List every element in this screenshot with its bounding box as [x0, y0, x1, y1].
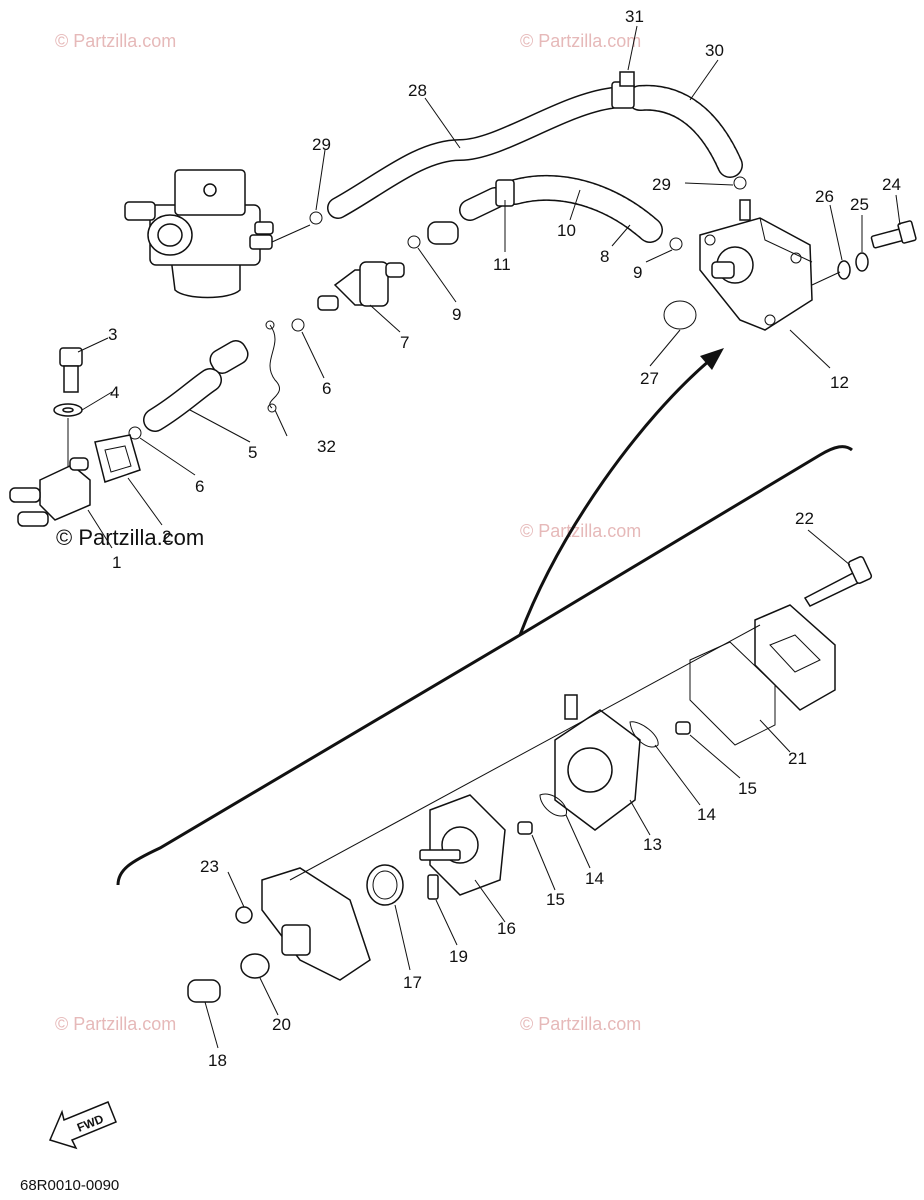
callout-leaders — [77, 25, 901, 1049]
watermark-top-left: © Partzilla.com — [55, 31, 176, 51]
watermarks: © Partzilla.com © Partzilla.com © Partzi… — [55, 31, 641, 1034]
callout-29-left: 29 — [312, 135, 331, 154]
watermark-bottom-left: © Partzilla.com — [55, 1014, 176, 1034]
callout-9-left: 9 — [452, 305, 461, 324]
callout-10: 10 — [557, 221, 576, 240]
callout-11: 11 — [493, 255, 511, 274]
callout-17: 17 — [403, 973, 422, 992]
callout-19: 19 — [449, 947, 468, 966]
callout-32: 32 — [317, 437, 336, 456]
callout-4: 4 — [110, 383, 119, 402]
callout-29-right: 29 — [652, 175, 671, 194]
divider-and-arrow — [116, 348, 853, 886]
callout-31: 31 — [625, 7, 644, 26]
callout-9-right: 9 — [633, 263, 642, 282]
callout-8: 8 — [600, 247, 609, 266]
watermark-top-right: © Partzilla.com — [520, 31, 641, 51]
joint-assembly — [9, 347, 141, 527]
callout-1: 1 — [112, 553, 121, 572]
small-hose-pieces — [143, 221, 459, 432]
callout-30: 30 — [705, 41, 724, 60]
callout-25: 25 — [850, 195, 869, 214]
callout-13: 13 — [643, 835, 662, 854]
callout-27: 27 — [640, 369, 659, 388]
callout-28: 28 — [408, 81, 427, 100]
callout-22: 22 — [795, 509, 814, 528]
callout-23: 23 — [200, 857, 219, 876]
callout-6-upper: 6 — [322, 379, 331, 398]
callout-14-right: 14 — [697, 805, 716, 824]
callout-20: 20 — [272, 1015, 291, 1034]
callout-7: 7 — [400, 333, 409, 352]
fuel-hose-28 — [327, 87, 623, 219]
clips — [128, 176, 747, 440]
callout-16: 16 — [497, 919, 516, 938]
carburetor — [124, 169, 311, 299]
callout-15-left: 15 — [546, 890, 565, 909]
corrugated-hose-10 — [459, 174, 663, 243]
callout-labels: 3 4 1 2 5 6 6 7 9 32 29 28 11 10 8 9 30 … — [108, 7, 901, 1070]
corrugated-hose-30 — [611, 71, 743, 178]
fuel-pump-12 — [663, 199, 813, 331]
callout-21: 21 — [788, 749, 807, 768]
callout-12: 12 — [830, 373, 849, 392]
pump-exploded-view — [187, 555, 873, 1003]
callout-26: 26 — [815, 187, 834, 206]
callout-5: 5 — [248, 443, 257, 462]
callout-24: 24 — [882, 175, 901, 194]
callout-15-right: 15 — [738, 779, 757, 798]
callout-2: 2 — [162, 527, 171, 546]
callout-6-lower: 6 — [195, 477, 204, 496]
diagram-code: 68R0010-0090 — [20, 1177, 119, 1194]
fuel-filter-7 — [317, 261, 405, 311]
watermark-bottom-right: © Partzilla.com — [520, 1014, 641, 1034]
watermark-dark: © Partzilla.com — [56, 525, 204, 550]
clip-32 — [265, 320, 280, 413]
watermark-mid-right: © Partzilla.com — [520, 521, 641, 541]
fwd-arrow: FWD — [48, 1101, 117, 1150]
bolt-24-washers — [811, 220, 917, 286]
callout-18: 18 — [208, 1051, 227, 1070]
callout-14-left: 14 — [585, 869, 604, 888]
callout-3: 3 — [108, 325, 117, 344]
